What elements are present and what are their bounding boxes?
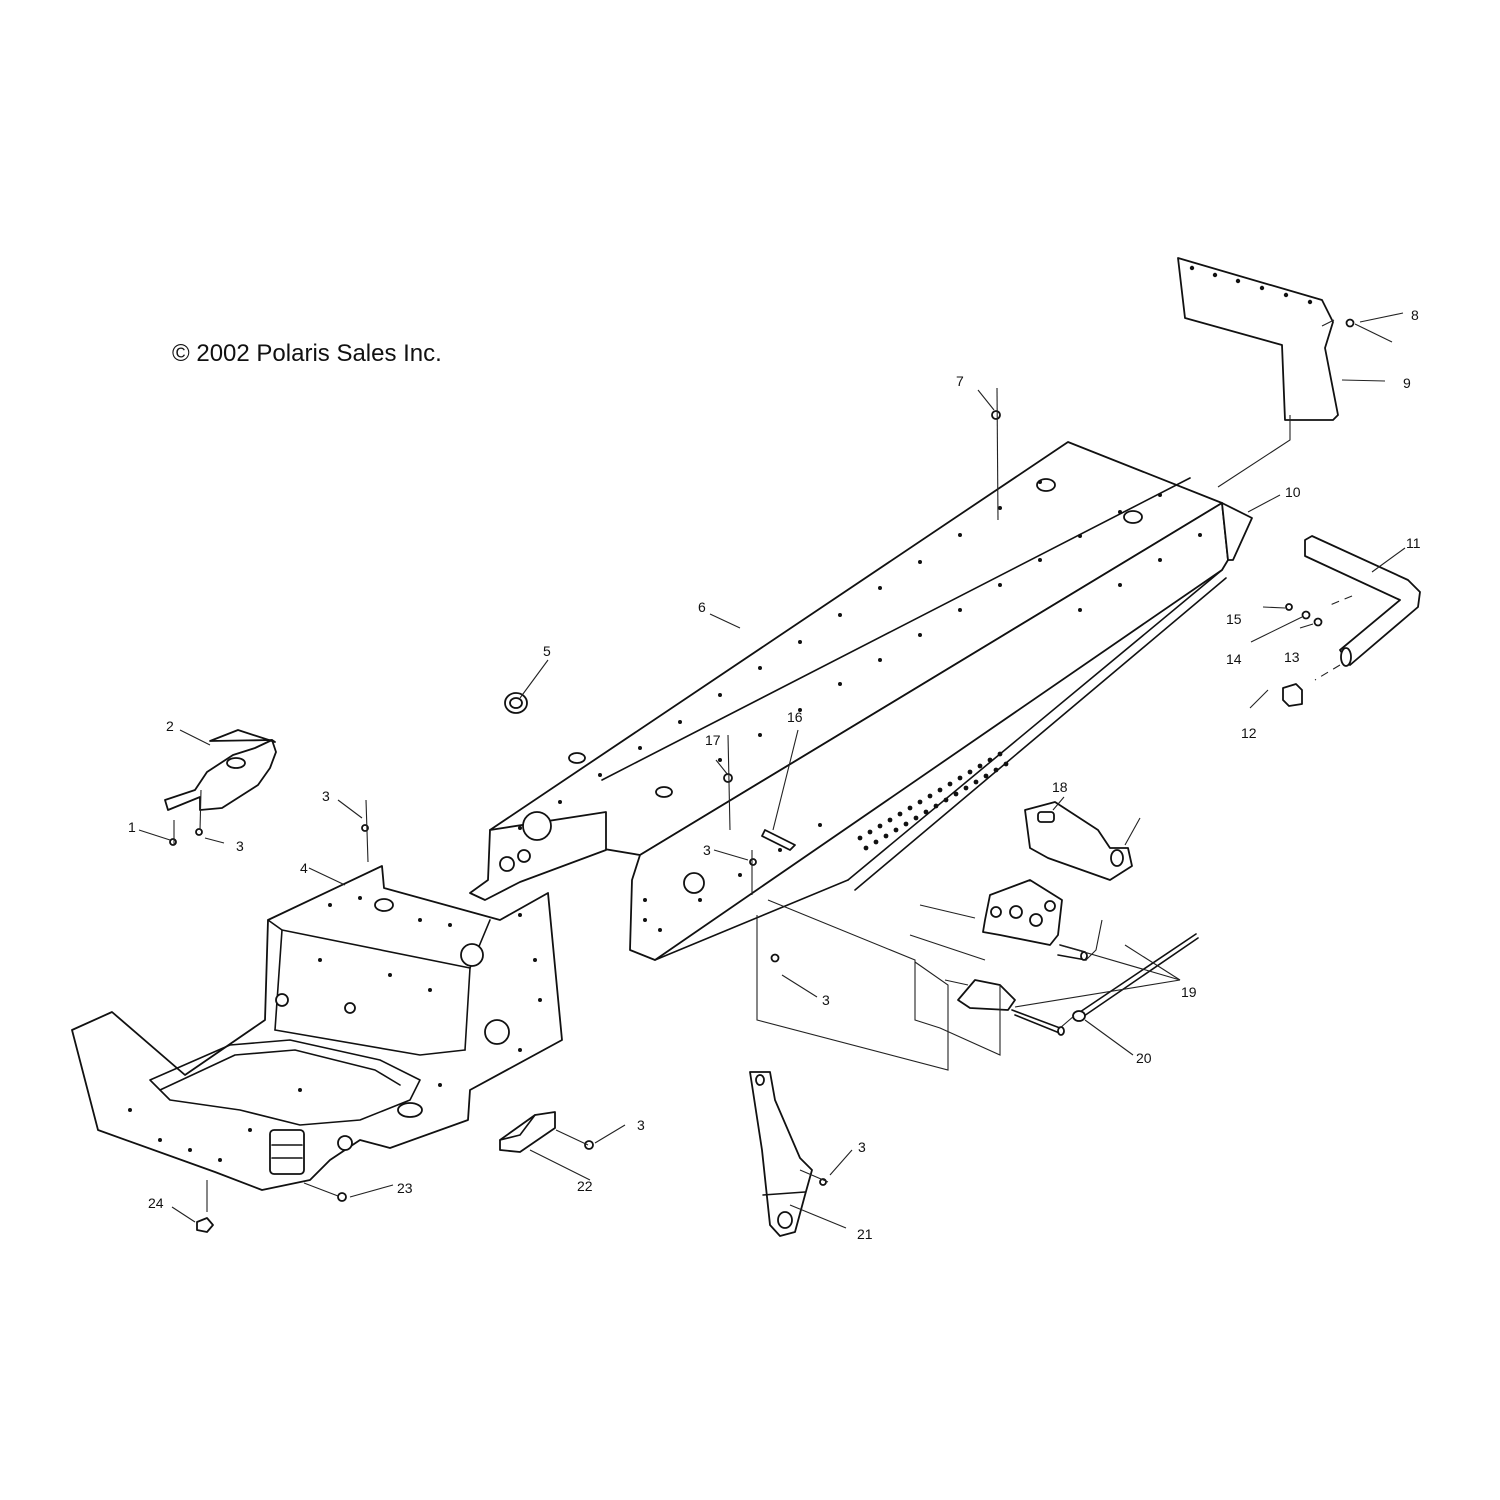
part-19-bracket-assembly: [957, 879, 1199, 1036]
callout-leaders: [138, 312, 1406, 1229]
part-9-flap: [1177, 257, 1339, 421]
callout-6: 6: [698, 599, 706, 615]
part-18-housing: [1024, 801, 1133, 881]
part-4-bulkhead: [71, 865, 563, 1191]
callout-7: 7: [956, 373, 964, 389]
callout-16: 16: [787, 709, 803, 725]
callout-22: 22: [577, 1178, 593, 1194]
callout-18: 18: [1052, 779, 1068, 795]
callout-11: 11: [1406, 535, 1421, 551]
callout-3-a: 3: [236, 838, 244, 854]
part-2-bracket: [164, 729, 277, 811]
copyright-text: © 2002 Polaris Sales Inc.: [172, 340, 442, 367]
part-5-grommet: [504, 692, 528, 714]
assembly-lines: [173, 319, 1393, 1212]
fasteners: [169, 318, 1355, 1233]
callout-labels: 1 2 3 3 3 3 3 3 4 5 6 7 8 9 10 11 12 13 …: [128, 307, 1421, 1242]
callout-1: 1: [128, 819, 136, 835]
callout-3-f: 3: [858, 1139, 866, 1155]
callout-23: 23: [397, 1180, 413, 1196]
callout-9: 9: [1403, 375, 1411, 391]
callout-3-e: 3: [637, 1117, 645, 1133]
part-12-cap: [1282, 683, 1303, 707]
callout-24: 24: [148, 1195, 164, 1211]
callout-15: 15: [1226, 611, 1242, 627]
callout-20: 20: [1136, 1050, 1152, 1066]
part-11-bumper: [1304, 535, 1421, 667]
callout-3-d: 3: [822, 992, 830, 1008]
part-20-nut: [1072, 1010, 1086, 1022]
callout-21: 21: [857, 1226, 873, 1242]
callout-12: 12: [1241, 725, 1257, 741]
callout-2: 2: [166, 718, 174, 734]
callout-4: 4: [300, 860, 308, 876]
hardware-13-14-15: [1285, 603, 1323, 627]
part-6-tunnel: [469, 441, 1253, 961]
callout-8: 8: [1411, 307, 1419, 323]
callout-19: 19: [1181, 984, 1197, 1000]
callout-17: 17: [705, 732, 721, 748]
callout-5: 5: [543, 643, 551, 659]
callout-14: 14: [1226, 651, 1242, 667]
callout-3-c: 3: [703, 842, 711, 858]
part-21-brace: [749, 1071, 813, 1237]
callout-10: 10: [1285, 484, 1301, 500]
part-22-angle-bracket: [499, 1111, 556, 1153]
callout-13: 13: [1284, 649, 1300, 665]
callout-3-b: 3: [322, 788, 330, 804]
